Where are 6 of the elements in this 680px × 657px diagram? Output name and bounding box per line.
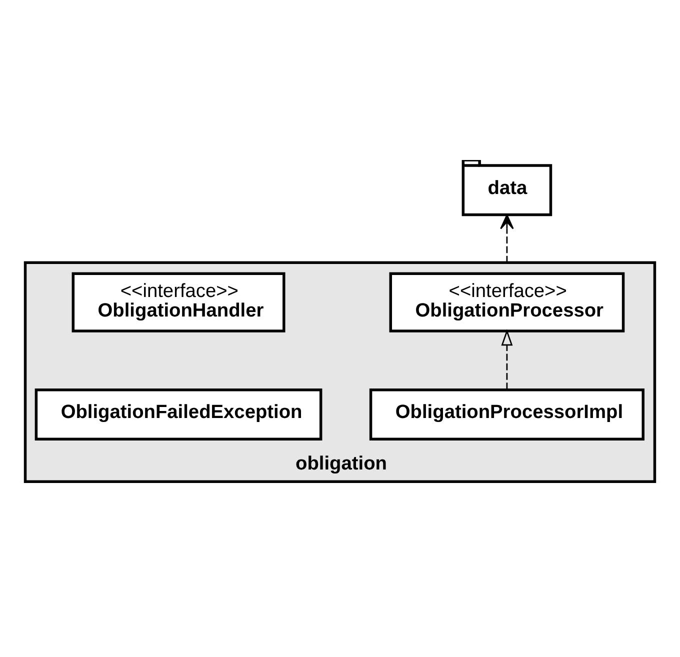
arrow — [501, 328, 513, 389]
arrow — [500, 214, 514, 262]
node-box: <<interface>> ObligationHandler — [72, 272, 286, 332]
node-box: <<interface>> ObligationProcessor — [389, 272, 625, 332]
node-box: ObligationFailedException — [34, 388, 322, 440]
node-box: ObligationProcessorImpl — [369, 388, 644, 440]
